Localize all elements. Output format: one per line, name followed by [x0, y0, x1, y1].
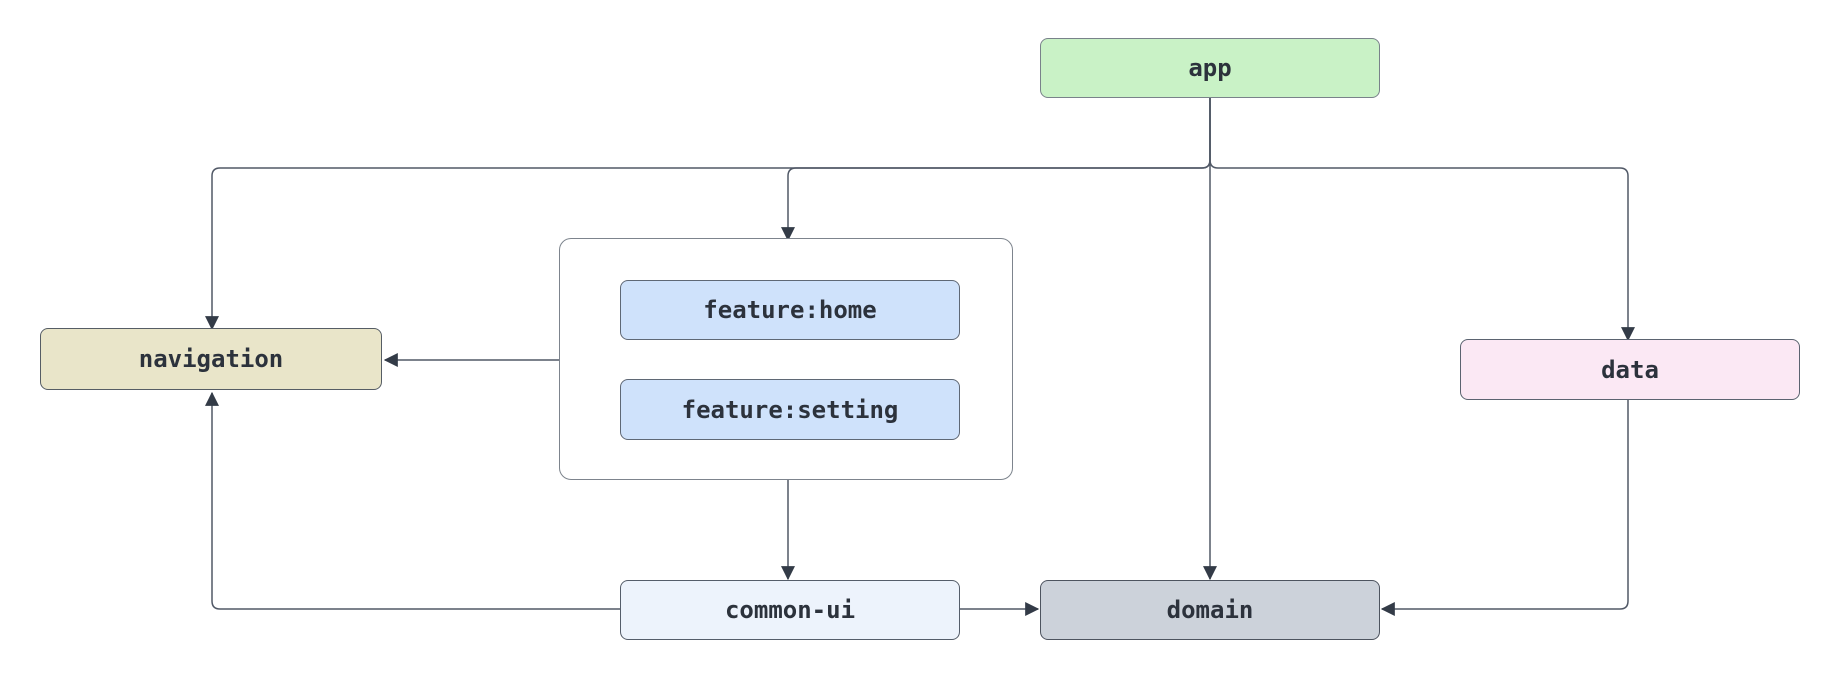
node-feature-setting: feature:setting	[620, 379, 960, 440]
edge-app-to-feature-group	[781, 98, 1211, 242]
node-feature-home-label: feature:home	[703, 296, 877, 324]
node-common-ui-label: common-ui	[724, 596, 856, 624]
node-data-label: data	[1601, 355, 1659, 384]
node-app: app	[1040, 38, 1380, 98]
node-domain-label: domain	[1166, 596, 1254, 624]
edge-data-to-domain	[1380, 400, 1629, 616]
node-feature-home: feature:home	[620, 280, 960, 340]
node-data: data	[1460, 339, 1800, 400]
node-app-label: app	[1188, 54, 1232, 82]
node-common-ui: common-ui	[620, 580, 960, 640]
node-feature-setting-label: feature:setting	[681, 395, 899, 424]
edge-app-to-data	[1209, 98, 1635, 342]
edge-common-ui-to-navigation	[205, 391, 620, 610]
node-navigation-label: navigation	[138, 345, 284, 373]
node-navigation: navigation	[40, 328, 382, 390]
feature-group-container	[559, 238, 1013, 480]
node-domain: domain	[1040, 580, 1380, 640]
